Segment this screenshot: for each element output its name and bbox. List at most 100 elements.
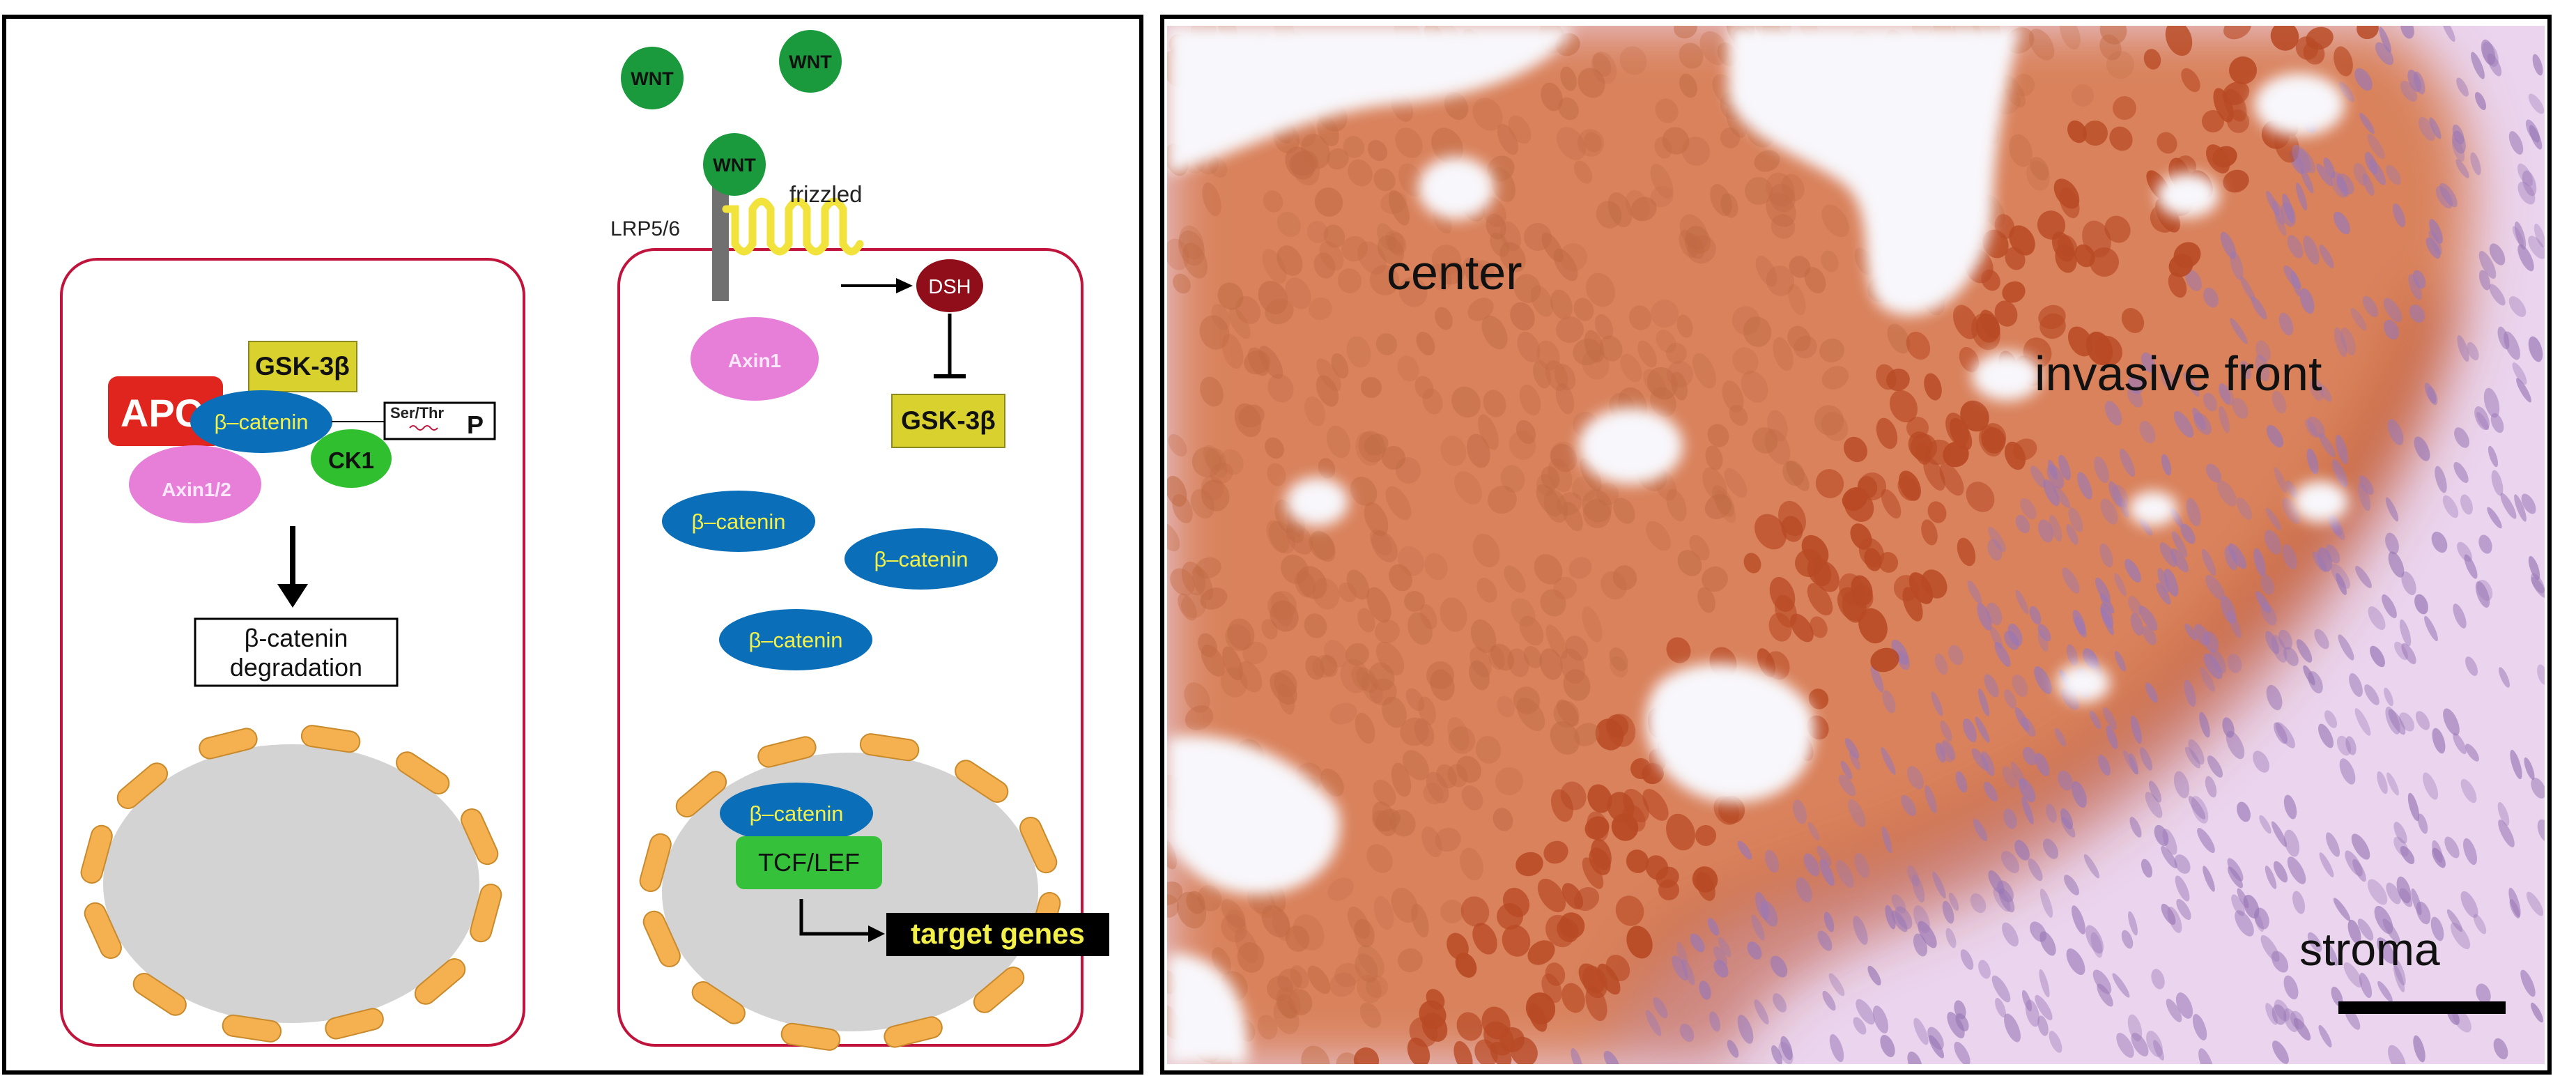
cell-nucleus <box>1354 918 1375 948</box>
envelope-segment <box>80 824 113 884</box>
cell-nucleus <box>2454 427 2469 448</box>
cell-nucleus <box>1483 390 1506 417</box>
cell-nucleus <box>2334 46 2353 77</box>
dsh-label: DSH <box>928 276 971 298</box>
cell-nucleus <box>2002 766 2017 788</box>
cell-nucleus <box>2039 931 2056 956</box>
cell-nucleus <box>1398 277 1428 307</box>
cell-nucleus <box>2253 751 2269 773</box>
cell-nucleus <box>2219 406 2230 433</box>
cell-nucleus <box>1238 404 1265 428</box>
cell-nucleus <box>2053 486 2070 508</box>
cell-nucleus <box>1932 871 1946 899</box>
cell-nucleus <box>1488 645 1505 670</box>
cell-nucleus <box>2121 930 2134 949</box>
cell-nucleus <box>1226 909 1246 934</box>
cell-nucleus <box>2383 298 2403 323</box>
cell-nucleus <box>1817 845 1832 866</box>
cell-nucleus <box>2453 732 2467 755</box>
cell-nucleus <box>2227 654 2242 673</box>
cell-nucleus <box>2062 567 2080 594</box>
cell-nucleus <box>2393 958 2406 986</box>
cell-nucleus <box>2154 824 2169 847</box>
cell-nucleus <box>2200 667 2215 692</box>
cell-nucleus <box>1431 128 1463 164</box>
cell-nucleus <box>1320 769 1344 797</box>
cell-nucleus <box>2199 712 2210 738</box>
cell-nucleus <box>2173 771 2190 799</box>
cell-nucleus <box>2307 416 2325 438</box>
cell-nucleus <box>1173 273 1191 294</box>
cell-nucleus <box>1536 474 1557 496</box>
cell-nucleus <box>2049 1031 2062 1053</box>
bc-nuclear-label: β–catenin <box>749 801 843 826</box>
cell-nucleus <box>1553 248 1578 282</box>
cell-nucleus <box>1305 655 1325 680</box>
cell-nucleus <box>2099 593 2115 614</box>
cell-nucleus <box>1210 462 1233 484</box>
cell-nucleus <box>1942 739 1956 760</box>
cell-nucleus <box>1467 298 1494 321</box>
cell-nucleus <box>2427 386 2438 406</box>
cell-nucleus <box>1561 883 1584 909</box>
cell-nucleus <box>1517 332 1541 362</box>
cell-nucleus <box>1925 785 1937 814</box>
dsh-arrow <box>841 278 913 293</box>
cell-nucleus <box>2370 645 2385 668</box>
cell-nucleus <box>1222 646 1243 681</box>
cell-nucleus <box>1373 779 1396 807</box>
cell-nucleus <box>2465 744 2479 762</box>
cell-nucleus <box>1994 214 2015 239</box>
cell-nucleus <box>2259 815 2272 834</box>
cell-nucleus <box>2099 34 2122 61</box>
cell-nucleus <box>1419 1000 1447 1029</box>
cell-nucleus <box>1555 383 1575 415</box>
cell-nucleus <box>1881 489 1902 519</box>
cell-nucleus <box>1510 1036 1538 1064</box>
cell-nucleus <box>1277 968 1302 993</box>
cell-nucleus <box>2161 845 2177 869</box>
cell-nucleus <box>2457 334 2469 362</box>
cell-nucleus <box>2184 746 2201 769</box>
cell-nucleus <box>1543 489 1568 523</box>
cell-nucleus <box>2203 287 2219 308</box>
cell-nucleus <box>1357 608 1375 633</box>
cell-nucleus <box>2202 110 2224 132</box>
cell-nucleus <box>2170 548 2189 573</box>
cell-nucleus <box>2083 121 2108 146</box>
cell-nucleus <box>1511 598 1536 627</box>
cell-nucleus <box>1519 384 1541 416</box>
cell-nucleus <box>2355 566 2372 588</box>
cell-nucleus <box>2039 889 2053 918</box>
cell-nucleus <box>1336 1052 1359 1064</box>
cell-nucleus <box>2004 441 2026 470</box>
cell-nucleus <box>2173 242 2201 268</box>
cell-nucleus <box>1858 608 1888 644</box>
cell-nucleus <box>2491 470 2504 496</box>
cell-nucleus <box>1423 783 1444 805</box>
cell-nucleus <box>2270 26 2299 51</box>
cell-nucleus <box>1743 316 1772 347</box>
cell-nucleus <box>2272 200 2285 225</box>
cell-nucleus <box>1397 355 1419 382</box>
cell-nucleus <box>1582 606 1603 643</box>
cell-nucleus <box>1927 501 1947 523</box>
cell-nucleus <box>2324 710 2338 728</box>
inhibition-bar <box>934 314 966 378</box>
cell-nucleus <box>1493 808 1513 831</box>
cell-nucleus <box>1306 221 1329 243</box>
cell-nucleus <box>1460 896 1490 927</box>
cell-nucleus <box>2203 653 2223 679</box>
cell-nucleus <box>2112 973 2130 998</box>
cell-nucleus <box>1523 645 1543 669</box>
cell-nucleus <box>2015 590 2029 615</box>
cell-nucleus <box>2475 581 2490 608</box>
cell-nucleus <box>1272 909 1291 941</box>
cell-nucleus <box>2460 494 2473 515</box>
cell-nucleus <box>2030 157 2049 180</box>
cell-nucleus <box>1361 377 1382 398</box>
envelope-segment <box>973 967 1025 1013</box>
cell-nucleus <box>2068 507 2083 532</box>
cell-nucleus <box>1277 211 1301 238</box>
cell-nucleus <box>1828 973 1845 997</box>
